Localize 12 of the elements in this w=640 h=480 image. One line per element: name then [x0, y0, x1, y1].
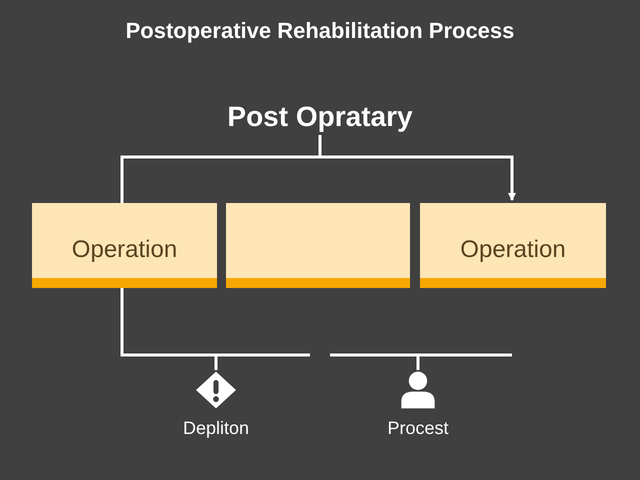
process-box: [32, 203, 217, 288]
connector-line: [328, 354, 514, 372]
node-label: Operation: [72, 235, 178, 265]
node-label: Post Opratary: [227, 100, 413, 134]
node-label: Depliton: [182, 417, 250, 440]
process-box: [226, 203, 410, 288]
process-box: [420, 203, 606, 288]
diagram-title: Postoperative Rehabilitation Process: [124, 17, 516, 45]
node-label: Procest: [387, 417, 449, 440]
connector-line: [120, 286, 312, 372]
connector-line: [318, 135, 516, 201]
node-label: Operation: [460, 235, 566, 265]
